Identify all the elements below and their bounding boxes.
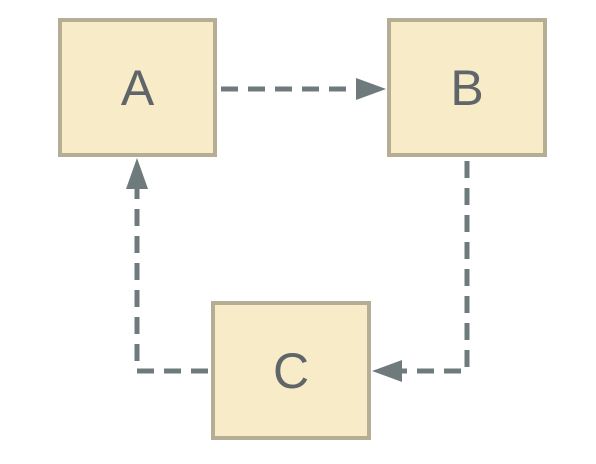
node-b-label: B [450,59,484,116]
arrow-head-b [356,78,386,100]
node-c-label: C [272,342,310,399]
node-c: C [211,301,371,440]
arrow-head-a [126,158,148,189]
node-b: B [387,18,547,157]
node-a-label: A [120,59,155,116]
arrow-head-c [372,360,402,382]
edge-b-to-c [372,161,470,382]
edge-c-to-a [126,158,208,374]
edge-a-to-b [221,78,386,100]
node-a: A [58,18,217,157]
